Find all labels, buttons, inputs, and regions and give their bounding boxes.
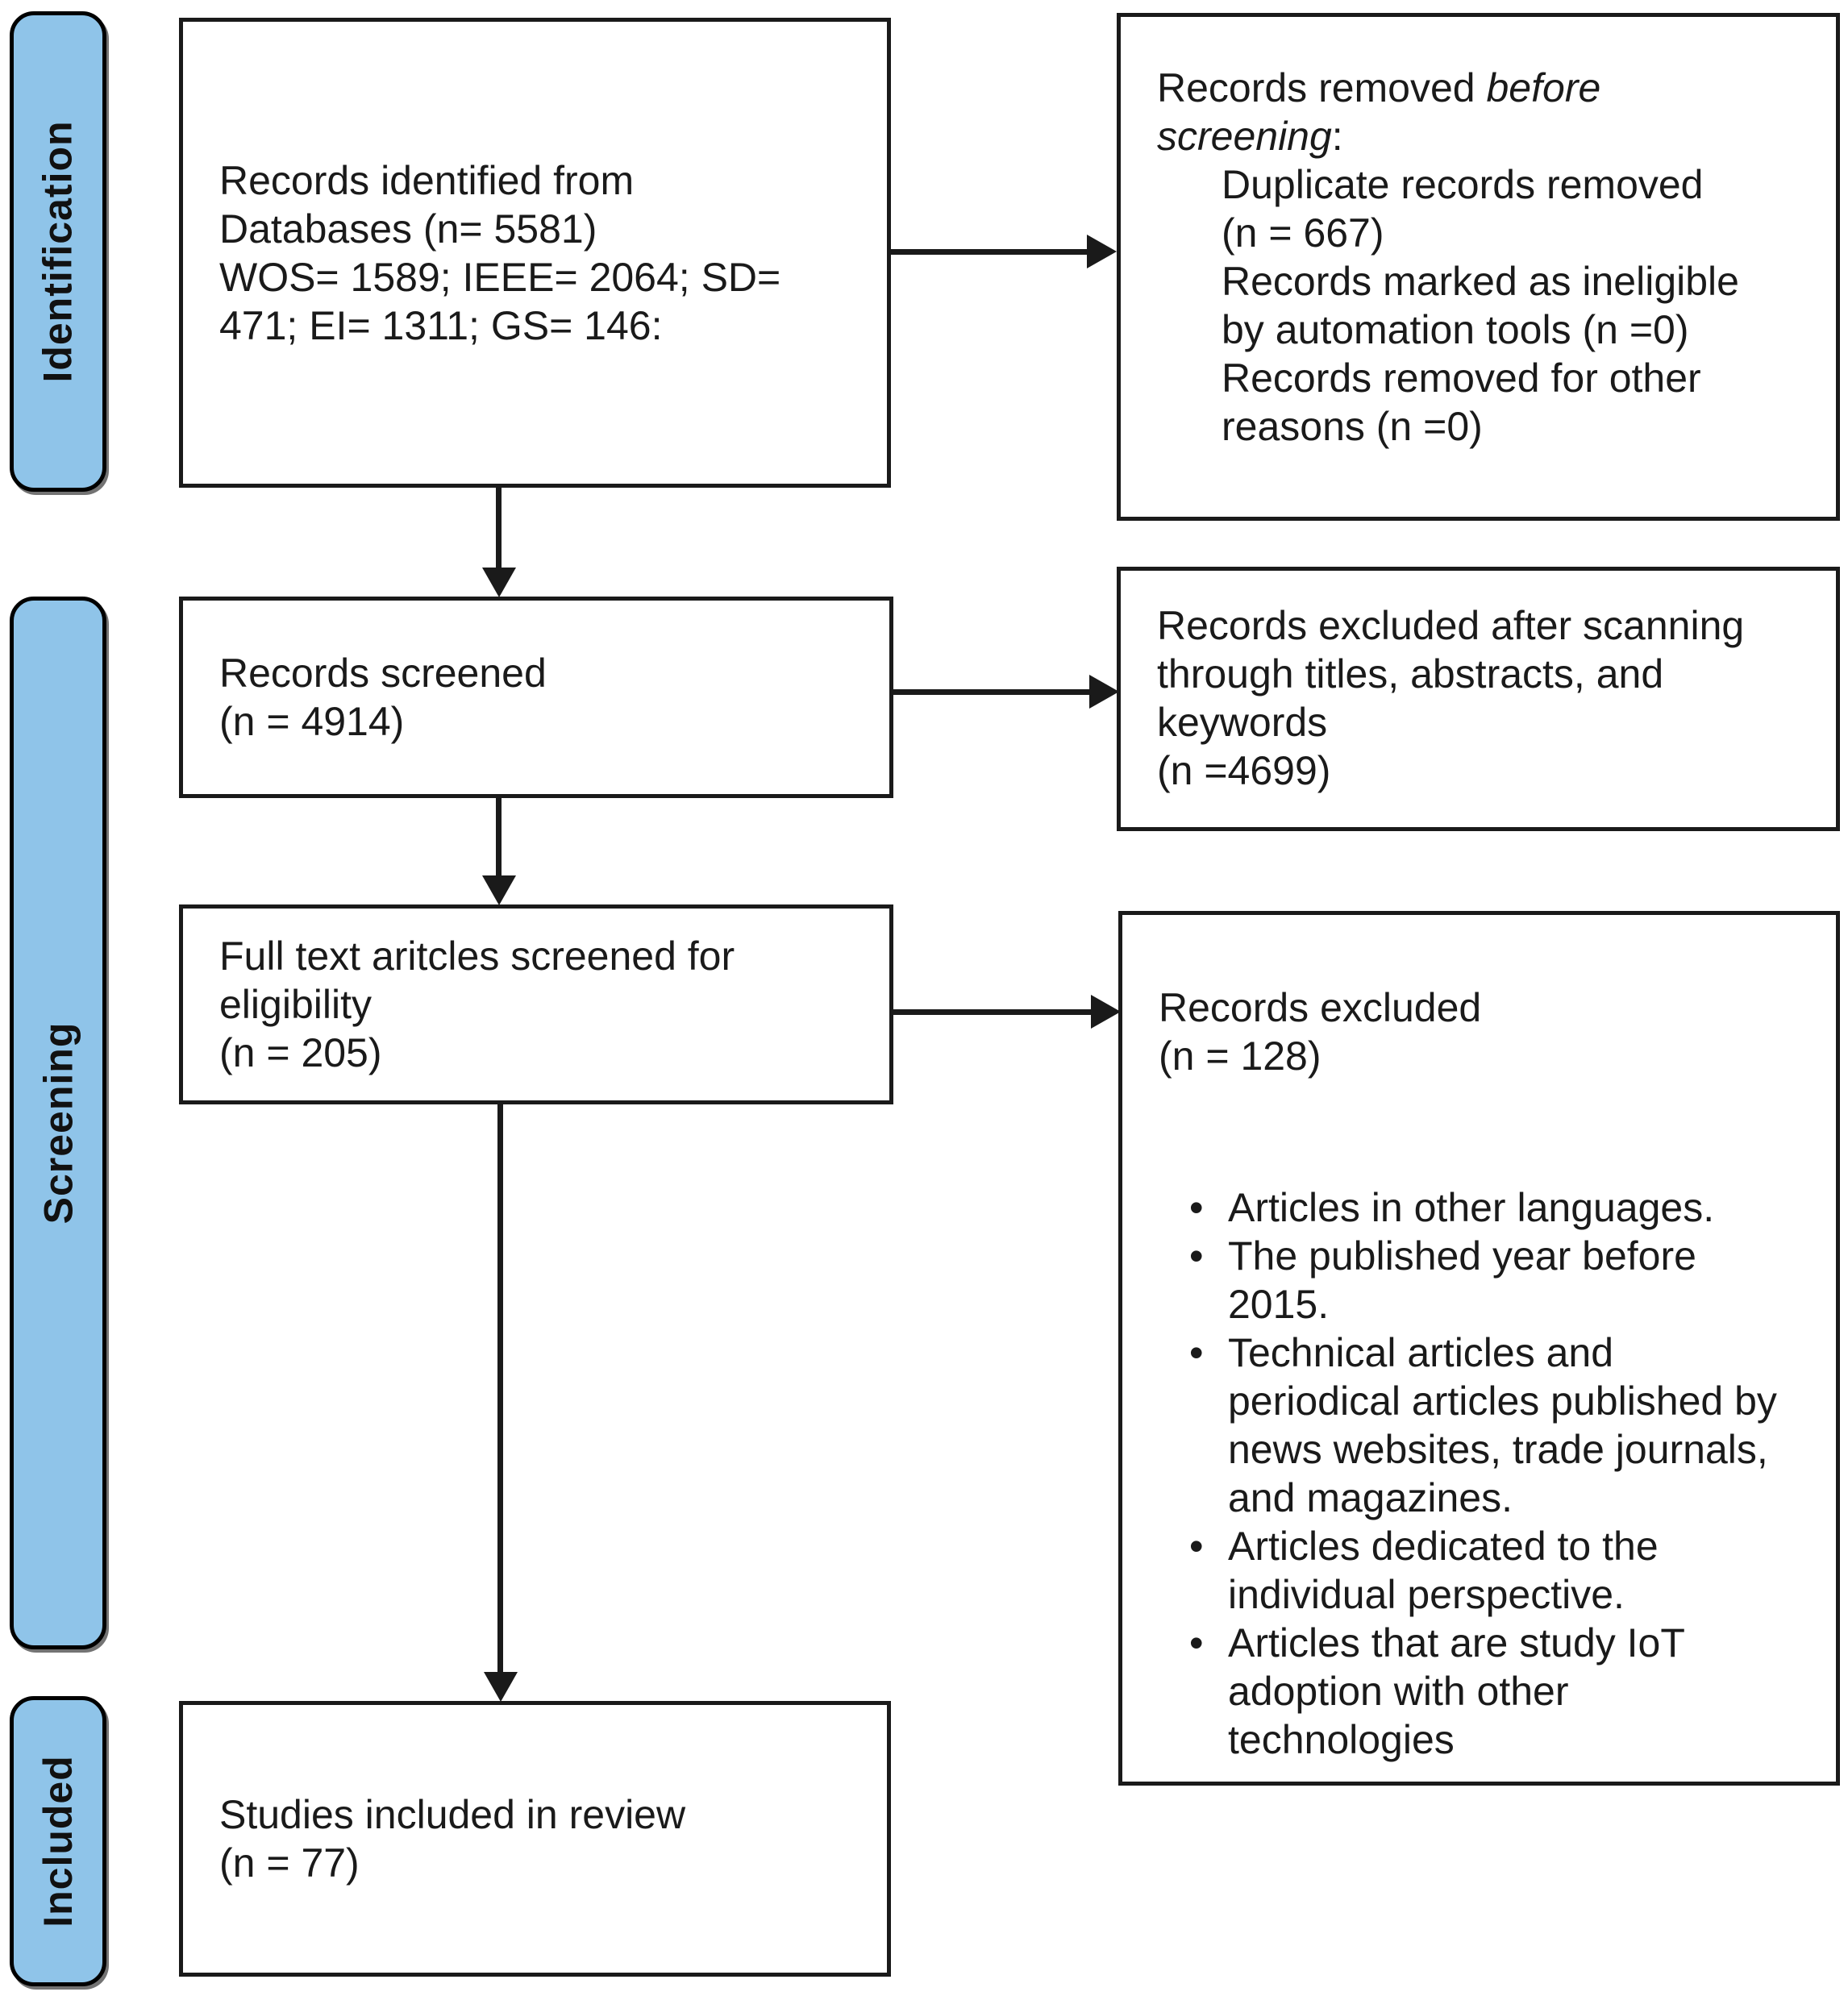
- box-records-excluded-fulltext: Records excluded (n = 128) Articles in o…: [1118, 911, 1840, 1786]
- removed-before-italic1: before: [1486, 65, 1601, 110]
- arrow-fulltext-to-excluded-head: [1091, 995, 1121, 1029]
- stage-label-included: Included: [35, 1755, 81, 1927]
- arrow-fulltext-to-included-head: [484, 1672, 518, 1702]
- arrow-identified-to-screened-head: [482, 568, 516, 597]
- records-excluded-fulltext-title: Records excluded (n = 128): [1159, 985, 1482, 1079]
- box-records-screened: Records screened (n = 4914): [179, 597, 893, 798]
- stage-label-identification: Identification: [35, 120, 81, 383]
- box-records-identified: Records identified from Databases (n= 55…: [179, 18, 891, 488]
- arrow-screened-to-fulltext-line: [496, 798, 502, 877]
- arrow-screened-to-excluded-head: [1089, 675, 1119, 709]
- arrow-fulltext-to-excluded-line: [893, 1009, 1093, 1015]
- arrow-identified-to-removed-line: [891, 249, 1089, 255]
- box-records-excluded-scanning: Records excluded after scanning through …: [1117, 567, 1840, 831]
- box-fulltext-screened: Full text aritcles screened for eligibil…: [179, 904, 893, 1104]
- exclusion-reason: The published year before 2015.: [1189, 1232, 1805, 1329]
- stage-bar-identification: Identification: [10, 11, 106, 492]
- arrow-identified-to-screened-line: [496, 488, 502, 570]
- stage-bar-included: Included: [10, 1696, 106, 1986]
- exclusion-reason: Articles dedicated to the individual per…: [1189, 1522, 1805, 1619]
- exclusion-reason: Technical articles and periodical articl…: [1189, 1329, 1805, 1522]
- removed-before-suffix: :: [1331, 114, 1343, 159]
- arrow-identified-to-removed-head: [1087, 235, 1117, 268]
- fulltext-screened-text: Full text aritcles screened for eligibil…: [219, 934, 735, 1075]
- removed-before-title-line1: Records removed before: [1157, 64, 1820, 112]
- stage-label-screening: Screening: [35, 1021, 81, 1225]
- records-identified-text: Records identified from Databases (n= 55…: [219, 157, 781, 348]
- box-studies-included: Studies included in review (n = 77): [179, 1701, 891, 1977]
- arrow-screened-to-excluded-line: [893, 689, 1092, 695]
- records-excluded-scanning-text: Records excluded after scanning through …: [1157, 603, 1745, 793]
- removed-before-items: Duplicate records removed (n = 667) Reco…: [1157, 160, 1820, 451]
- removed-before-title-line2: screening:: [1157, 112, 1820, 160]
- removed-before-item: Records marked as ineligible by automati…: [1222, 259, 1739, 352]
- removed-before-item: Duplicate records removed (n = 667): [1222, 162, 1704, 256]
- box-records-removed-before-screening: Records removed before screening: Duplic…: [1117, 13, 1840, 521]
- removed-before-italic2: screening: [1157, 114, 1332, 159]
- removed-before-item: Records removed for other reasons (n =0): [1222, 356, 1701, 449]
- arrow-screened-to-fulltext-head: [482, 875, 516, 905]
- studies-included-text: Studies included in review (n = 77): [219, 1792, 686, 1886]
- stage-bar-screening: Screening: [10, 597, 106, 1649]
- exclusion-reason: Articles that are study IoT adoption wit…: [1189, 1619, 1805, 1764]
- exclusion-reason: Articles in other languages.: [1189, 1183, 1805, 1232]
- removed-before-prefix: Records removed: [1157, 65, 1487, 110]
- records-screened-text: Records screened (n = 4914): [219, 651, 547, 744]
- arrow-fulltext-to-included-line: [497, 1104, 503, 1674]
- exclusion-reason-list: Articles in other languages. The publish…: [1159, 1183, 1805, 1764]
